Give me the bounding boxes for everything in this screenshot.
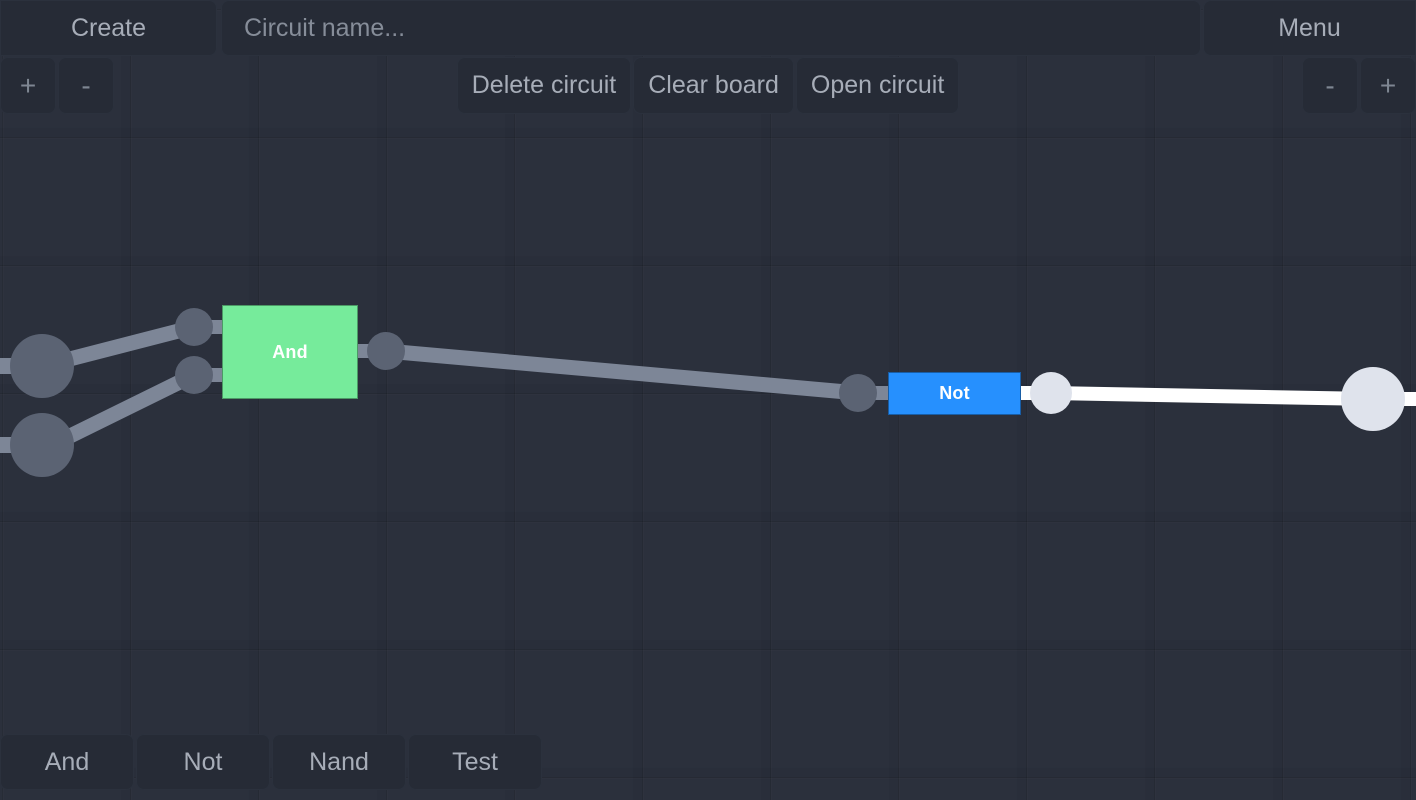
circuit-name-placeholder: Circuit name... bbox=[243, 13, 406, 42]
create-button[interactable]: Create bbox=[0, 0, 217, 56]
zoom-in-button[interactable]: + bbox=[0, 57, 56, 114]
palette-spacer bbox=[544, 734, 1416, 790]
gate-not[interactable]: Not bbox=[888, 372, 1021, 415]
menu-button[interactable]: Menu bbox=[1202, 0, 1416, 56]
plus-icon: + bbox=[19, 69, 37, 101]
topbar-spacer-3 bbox=[961, 57, 1302, 114]
topbar-spacer-2 bbox=[116, 57, 457, 114]
zoom-out-button[interactable]: - bbox=[58, 57, 114, 114]
plus-icon: + bbox=[1379, 69, 1397, 101]
gate-not-label: Not bbox=[939, 383, 970, 403]
palette-item-nand[interactable]: Nand bbox=[272, 734, 406, 790]
gate-and[interactable]: And bbox=[222, 305, 358, 399]
clear-board-button[interactable]: Clear board bbox=[633, 57, 794, 114]
top-toolbar-primary: Create Circuit name... Menu bbox=[0, 0, 1416, 56]
scale-down-button[interactable]: - bbox=[1302, 57, 1358, 114]
palette-item-not[interactable]: Not bbox=[136, 734, 270, 790]
open-circuit-button[interactable]: Open circuit bbox=[795, 57, 960, 114]
scale-up-button[interactable]: + bbox=[1360, 57, 1416, 114]
minus-icon: - bbox=[1325, 69, 1335, 101]
palette-item-test[interactable]: Test bbox=[408, 734, 542, 790]
delete-circuit-button[interactable]: Delete circuit bbox=[456, 57, 632, 114]
minus-icon: - bbox=[81, 69, 91, 101]
gate-and-label: And bbox=[272, 341, 308, 362]
circuit-name-input[interactable]: Circuit name... bbox=[220, 0, 1201, 56]
palette-item-and[interactable]: And bbox=[0, 734, 134, 790]
